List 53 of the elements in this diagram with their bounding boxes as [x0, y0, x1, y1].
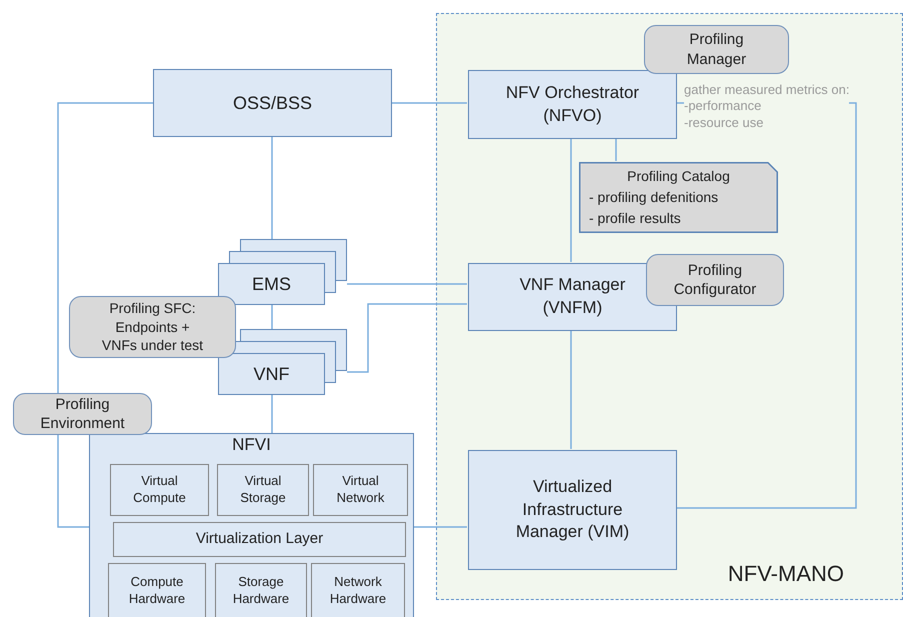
- connector-line: [414, 526, 467, 528]
- connector-line: [271, 137, 273, 239]
- infrastructure-box: [89, 433, 414, 617]
- region-box: [436, 13, 903, 600]
- process-box: [468, 450, 677, 570]
- component-box: [110, 464, 209, 516]
- list-item: - profiling defenitions: [588, 188, 720, 207]
- node-label: EMS: [252, 274, 291, 294]
- component-box: [217, 464, 309, 516]
- node-label: Virtualized Infrastructure Manager (VIM): [514, 476, 630, 544]
- connector-line: [570, 330, 572, 449]
- profiling-box: [644, 25, 789, 74]
- connector-line: [57, 102, 153, 393]
- note-box: [579, 162, 778, 233]
- stacked-box: [218, 329, 347, 395]
- node-label: NFVI: [232, 435, 271, 455]
- node-label: Profiling Manager: [686, 30, 748, 69]
- region-label: NFV-MANO: [728, 561, 844, 587]
- node-label: Profiling Environment: [39, 394, 126, 434]
- connector-line: [57, 435, 89, 528]
- component-box: [113, 522, 406, 557]
- list-item: - profile results: [588, 209, 682, 228]
- stacked-box: [218, 239, 347, 305]
- node-label: Virtualization Layer: [196, 529, 324, 550]
- profiling-box: [13, 393, 152, 435]
- component-box: [108, 563, 206, 617]
- node-label: Network Hardware: [328, 574, 388, 608]
- component-box: [311, 563, 405, 617]
- component-box: [313, 464, 408, 516]
- node-label: VNF Manager (VNFM): [518, 274, 626, 319]
- node-label: Profiling SFC: Endpoints + VNFs under test: [100, 298, 204, 356]
- connector-line: [570, 138, 572, 262]
- node-label: VNF: [254, 364, 290, 384]
- connector-line: [347, 283, 467, 285]
- connector-line: [347, 303, 467, 373]
- node-label: Profiling Configurator: [672, 260, 758, 300]
- connector-line: [615, 138, 617, 161]
- profiling-box: [646, 254, 784, 306]
- node-label: Compute Hardware: [128, 574, 186, 608]
- connector-line: [392, 102, 467, 104]
- note-title: Profiling Catalog: [626, 167, 731, 186]
- node-label: Virtual Storage: [239, 473, 287, 507]
- profiling-box: [69, 296, 236, 358]
- node-label: NFV Orchestrator (NFVO): [504, 82, 640, 126]
- connector-line: [271, 395, 273, 433]
- process-box: [153, 69, 392, 137]
- node-label: Virtual Network: [336, 473, 386, 507]
- process-box: [468, 70, 677, 139]
- connector-line: [271, 305, 273, 329]
- component-box: [215, 563, 307, 617]
- node-label: Virtual Compute: [132, 473, 187, 507]
- node-label: OSS/BSS: [232, 92, 312, 115]
- node-label: Storage Hardware: [232, 574, 290, 608]
